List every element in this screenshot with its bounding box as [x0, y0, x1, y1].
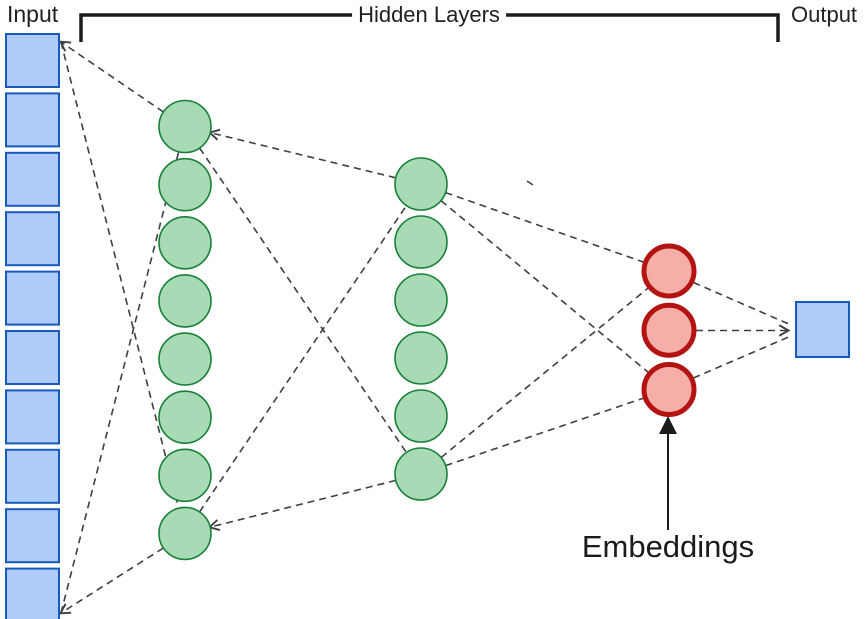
embeddings-label: Embeddings	[581, 529, 755, 564]
hidden2-node	[394, 389, 448, 443]
hidden2-node	[394, 157, 448, 211]
embedding-node	[641, 302, 697, 358]
input-node	[5, 448, 60, 504]
hidden2-node	[394, 331, 448, 385]
hidden1-node	[158, 215, 212, 270]
connection-edge	[198, 205, 408, 513]
network-nodes	[5, 33, 850, 619]
connection-edge	[58, 547, 164, 615]
hidden1-node	[158, 506, 212, 561]
input-node	[5, 330, 60, 385]
output-label: Output	[791, 2, 858, 27]
embedding-node	[641, 362, 697, 417]
connection-edge	[445, 191, 644, 263]
connection-edge	[198, 147, 408, 453]
hidden1-node	[158, 99, 212, 154]
hidden1-node	[158, 274, 212, 328]
output-node	[795, 301, 850, 358]
connection-edge	[207, 128, 396, 179]
input-node	[5, 389, 60, 445]
input-node	[5, 211, 60, 267]
input-node	[5, 33, 60, 88]
hidden1-node	[158, 332, 212, 386]
hidden2-node	[394, 215, 448, 269]
connection-lines	[58, 40, 792, 615]
hidden-layers-label: Hidden Layers	[352, 2, 506, 28]
hidden2-node	[394, 447, 448, 501]
connection-edge	[60, 41, 180, 509]
input-node	[5, 567, 60, 619]
connection-edge	[440, 199, 649, 373]
connection-edge	[693, 335, 792, 379]
connection-edge	[207, 479, 396, 531]
hidden1-node	[158, 448, 212, 503]
connection-edge	[60, 151, 180, 614]
connection-edge	[693, 281, 792, 326]
input-node	[5, 508, 60, 564]
connection-edge	[58, 40, 164, 113]
hidden2-node	[394, 273, 448, 327]
connection-edge	[445, 397, 644, 467]
input-node	[5, 151, 60, 207]
input-node	[5, 270, 60, 326]
connection-edge	[440, 287, 649, 459]
hidden1-node	[158, 390, 212, 445]
connection-edge	[526, 180, 534, 186]
embeddings-arrowhead-icon	[659, 416, 677, 434]
embedding-node	[641, 243, 697, 299]
input-label: Input	[7, 1, 59, 27]
input-node	[5, 92, 60, 148]
hidden1-node	[158, 157, 212, 212]
